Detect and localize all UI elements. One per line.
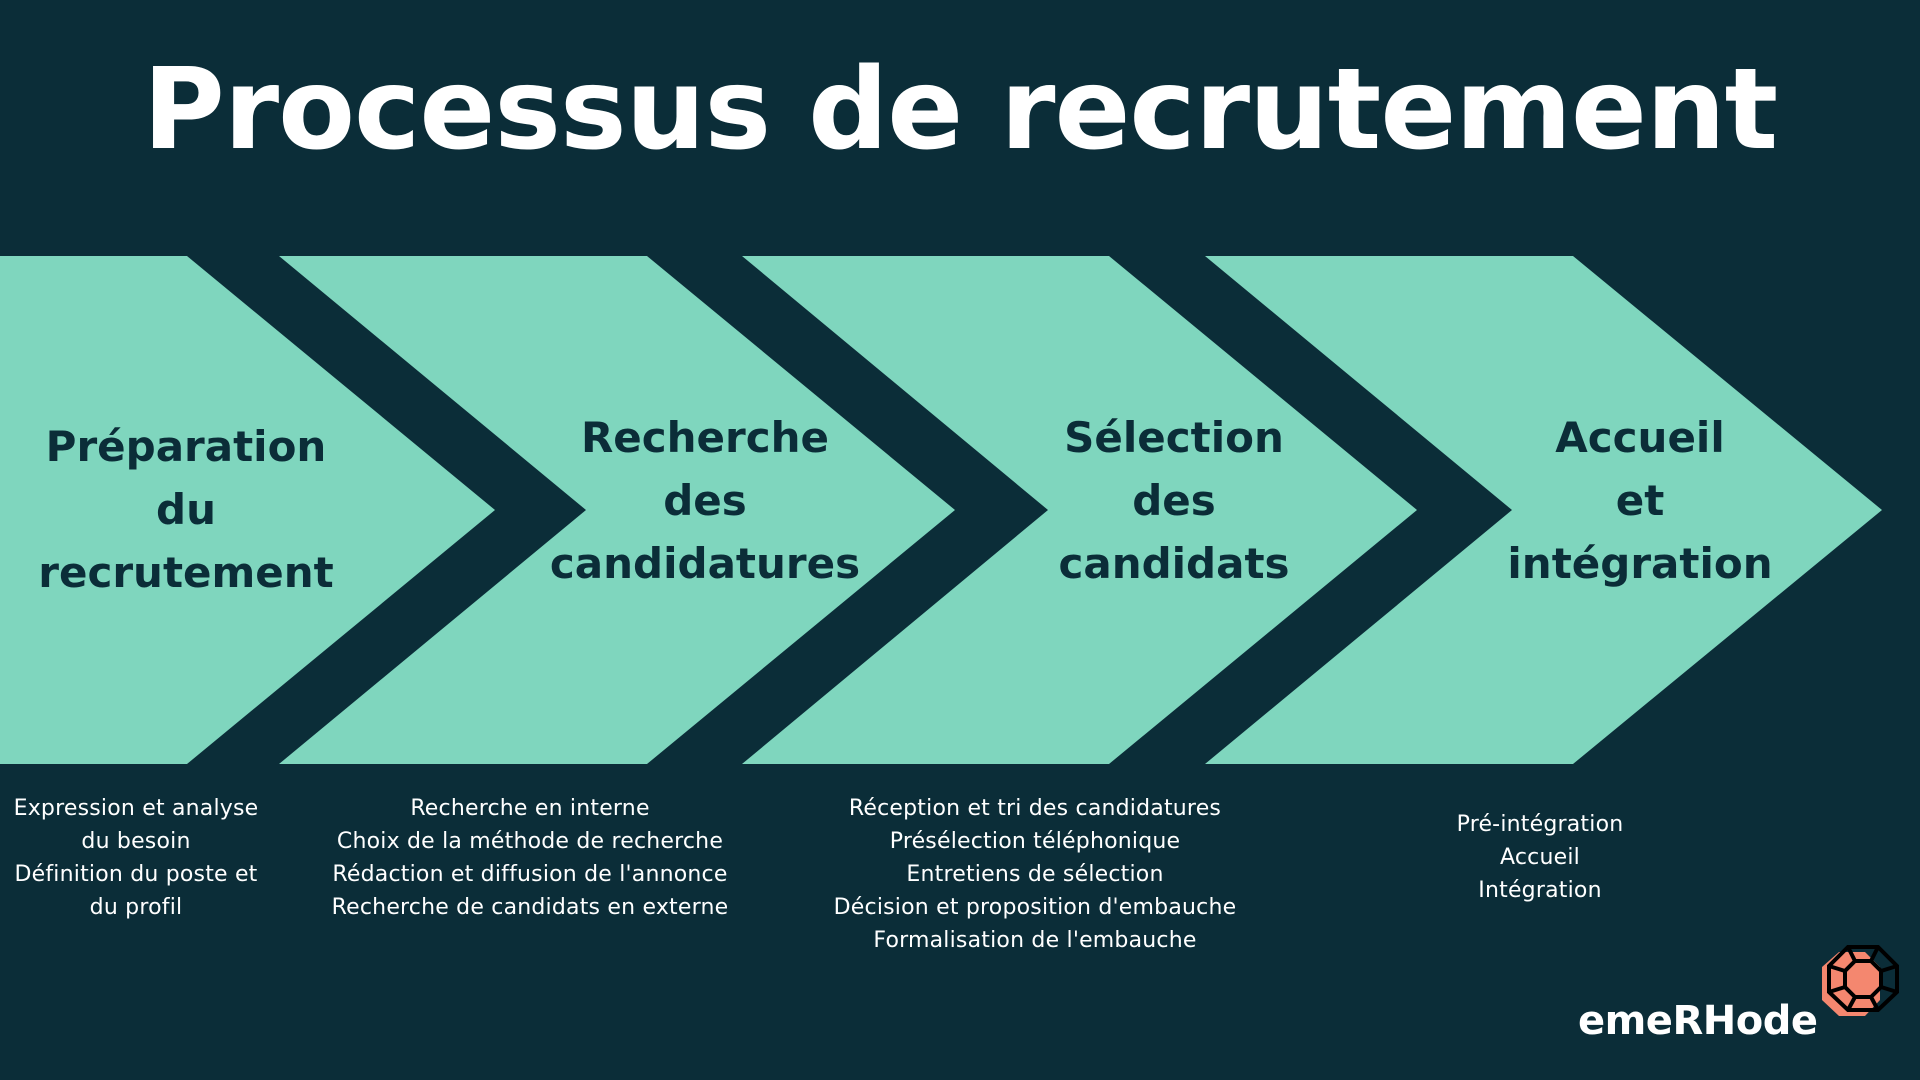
chevron-step-4 xyxy=(1205,256,1882,764)
detail-line: Entretiens de sélection xyxy=(906,862,1164,887)
heading-line: Préparation xyxy=(45,422,327,471)
heading-line: intégration xyxy=(1507,539,1773,588)
step-3-heading: Sélection des candidats xyxy=(994,406,1354,595)
detail-line: du besoin xyxy=(81,829,191,854)
step-2-heading: Recherche des candidatures xyxy=(525,406,885,595)
heading-line: recrutement xyxy=(38,548,334,597)
detail-line: Décision et proposition d'embauche xyxy=(833,895,1237,920)
heading-line: Accueil xyxy=(1555,413,1725,462)
detail-line: Expression et analyse xyxy=(13,796,259,821)
gem-icon xyxy=(1822,945,1899,1016)
detail-line: du profil xyxy=(89,895,183,920)
detail-line: Pré-intégration xyxy=(1456,812,1624,837)
chevron-step-1 xyxy=(0,256,495,764)
detail-line: Réception et tri des candidatures xyxy=(848,796,1222,821)
heading-line: des xyxy=(1132,476,1216,525)
step-4-heading: Accueil et intégration xyxy=(1460,406,1820,595)
step-2-details: Recherche en interne Choix de la méthode… xyxy=(300,792,760,924)
logo-wordmark: emeRHode xyxy=(1578,998,1818,1044)
detail-line: Présélection téléphonique xyxy=(889,829,1181,854)
detail-line: Définition du poste et xyxy=(14,862,258,887)
detail-line: Intégration xyxy=(1478,878,1602,903)
heading-line: des xyxy=(663,476,747,525)
chevron-step-3 xyxy=(742,256,1417,764)
step-1-heading: Préparation du recrutement xyxy=(6,415,366,604)
heading-line: candidats xyxy=(1058,539,1290,588)
heading-line: Recherche xyxy=(580,413,830,462)
heading-line: du xyxy=(156,485,216,534)
page-title: Processus de recrutement xyxy=(142,45,1778,175)
heading-line: Sélection xyxy=(1064,413,1284,462)
detail-line: Choix de la méthode de recherche xyxy=(336,829,724,854)
chevron-step-2 xyxy=(279,256,955,764)
step-3-details: Réception et tri des candidatures Présél… xyxy=(805,792,1265,957)
detail-line: Recherche en interne xyxy=(410,796,650,821)
heading-line: et xyxy=(1615,476,1665,525)
detail-line: Recherche de candidats en externe xyxy=(331,895,729,920)
step-1-details: Expression et analyse du besoin Définiti… xyxy=(0,792,366,924)
detail-line: Formalisation de l'embauche xyxy=(873,928,1197,953)
step-4-details: Pré-intégration Accueil Intégration xyxy=(1310,808,1770,907)
detail-line: Accueil xyxy=(1500,845,1580,870)
heading-line: candidatures xyxy=(549,539,861,588)
detail-line: Rédaction et diffusion de l'annonce xyxy=(332,862,728,887)
